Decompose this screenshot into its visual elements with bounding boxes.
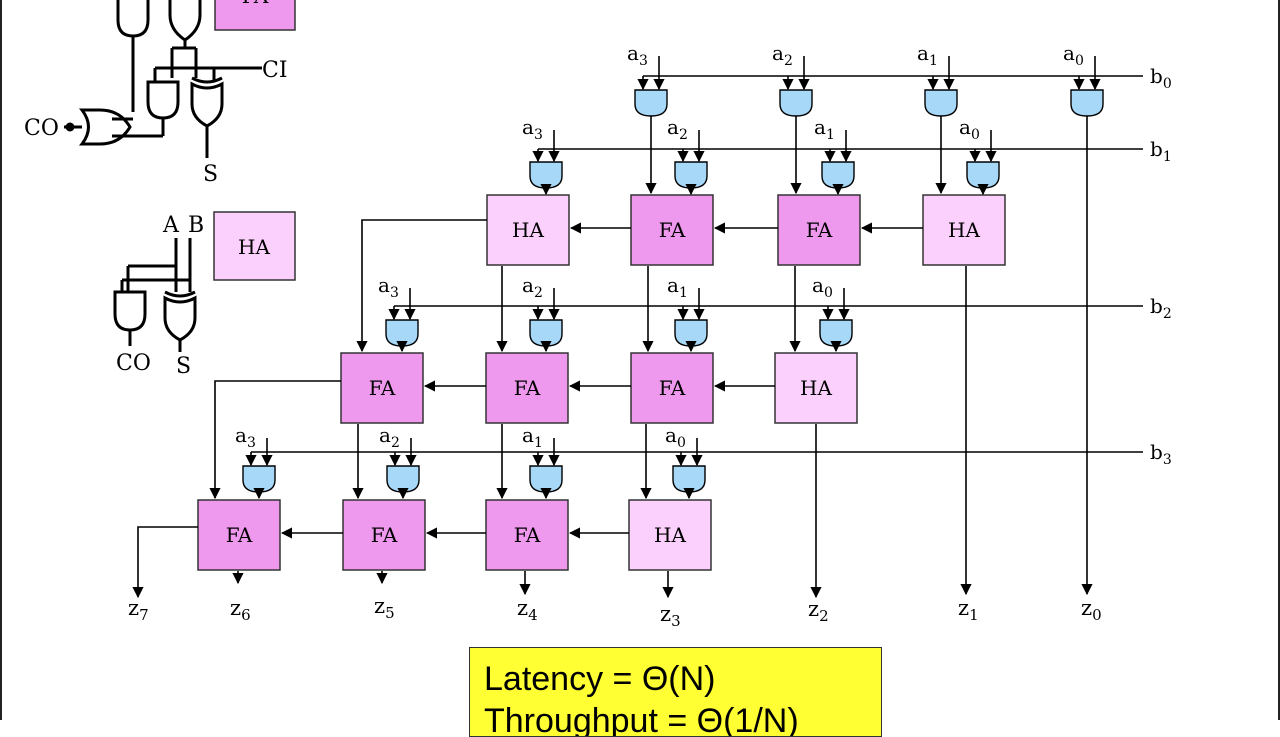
and-gate-icon	[674, 161, 708, 189]
full-adder-r1c1-label: FA	[659, 218, 686, 242]
legend-ha-s-label: S	[176, 354, 191, 379]
multiplier-diagram: FA CI CO S A B HA CO S b0 a3 a2 a1 a0 b1 a3 a2 a…	[24, 0, 1172, 630]
complexity-note: Latency = Θ(N) Throughput = Θ(1/N)	[469, 647, 882, 737]
throughput-text: Throughput = Θ(1/N)	[484, 702, 799, 737]
right-frame-line	[1278, 0, 1280, 720]
full-adder-r2c1	[485, 352, 569, 424]
row2-a3-label: a3	[378, 273, 399, 301]
and-gate-icon	[924, 89, 958, 117]
left-frame-line	[0, 0, 2, 720]
half-adder-r1c0-label: HA	[512, 218, 544, 242]
row3-a0-label: a0	[665, 423, 686, 451]
row2-a0-label: a0	[812, 273, 833, 301]
ha-and-gate-icon	[113, 290, 147, 332]
legend-fa-s-label: S	[203, 162, 218, 187]
and-gate-icon	[779, 89, 813, 117]
array-multiplier: b0 a3 a2 a1 a0 b1 a3 a2 a1 a0 b2 a3 a2 a1 a0 b3 a3 a2 a1 a0…	[128, 41, 1172, 630]
and-gate-icon	[821, 161, 855, 189]
and-gate-icon	[385, 319, 419, 347]
b1-label: b1	[1150, 137, 1172, 165]
output-z3-label: z3	[660, 602, 681, 630]
legend-ha-a-label: A	[162, 213, 180, 238]
carry-wire	[356, 219, 487, 353]
row3-a3-label: a3	[235, 423, 256, 451]
and-gate-icon	[966, 161, 1000, 189]
ha-schematic	[113, 238, 197, 352]
b2-label: b2	[1150, 294, 1172, 322]
output-z1-label: z1	[958, 596, 979, 624]
ha-xor-gate-icon	[163, 295, 197, 342]
row1-a2-label: a2	[667, 115, 688, 143]
legend-ha-label: HA	[238, 235, 270, 259]
and-gate-icon	[672, 465, 706, 493]
full-adder-r2c0-label: FA	[369, 376, 396, 400]
row1-a1-label: a1	[814, 115, 835, 143]
output-z5-label: z5	[374, 594, 395, 622]
legend-fa-co-label: CO	[24, 116, 59, 141]
and-gate-icon	[242, 465, 276, 493]
legend-ha-block	[213, 211, 296, 281]
row1-a3-label: a3	[522, 115, 543, 143]
row2-a1-label: a1	[667, 273, 688, 301]
full-adder-r3c1	[342, 499, 426, 571]
half-adder-r1c3	[922, 194, 1006, 266]
legend-fa-block	[214, 0, 296, 31]
full-adder-r1c1	[630, 194, 714, 266]
half-adder-r1c0	[486, 194, 570, 266]
and-gate-icon	[529, 465, 563, 493]
fa-or-gate-icon	[78, 108, 132, 146]
output-z0-label: z0	[1081, 596, 1102, 624]
row2-a2-label: a2	[522, 273, 543, 301]
row1-a0-label: a0	[959, 115, 980, 143]
full-adder-r2c1-label: FA	[514, 376, 541, 400]
full-adder-r3c2-label: FA	[514, 523, 541, 547]
row0-a0-label: a0	[1063, 41, 1084, 69]
row0-a3-label: a3	[627, 41, 648, 69]
full-adder-r3c0-label: FA	[226, 523, 253, 547]
latency-text: Latency = Θ(N)	[484, 660, 716, 698]
full-adder-r3c0	[197, 499, 281, 571]
output-z6-label: z6	[230, 596, 251, 624]
legend-ha-co-label: CO	[116, 351, 151, 376]
and-gate-icon	[529, 161, 563, 189]
full-adder-r2c2	[630, 352, 714, 424]
fa-top-and-gate-icon	[116, 0, 150, 38]
and-gate-icon	[674, 319, 708, 347]
fa-schematic	[64, 0, 262, 158]
and-gate-icon	[529, 319, 563, 347]
full-adder-r1c2	[777, 194, 861, 266]
and-gate-icon	[819, 319, 853, 347]
half-adder-r2c3	[774, 352, 858, 424]
z7-wire	[132, 526, 198, 599]
half-adder-r1c3-label: HA	[948, 218, 980, 242]
legend-ci-label: CI	[262, 58, 288, 83]
legend-fa-label: FA	[242, 0, 269, 8]
half-adder-r2c3-label: HA	[800, 376, 832, 400]
full-adder-r3c2	[485, 499, 569, 571]
row0-a2-label: a2	[772, 41, 793, 69]
half-adder-r3c3-label: HA	[654, 523, 686, 547]
b0-label: b0	[1150, 64, 1172, 92]
row3-a2-label: a2	[379, 423, 400, 451]
half-adder-r3c3	[628, 499, 712, 571]
output-z4-label: z4	[517, 596, 538, 624]
fa-xor-gate-icon	[190, 81, 224, 128]
output-z7-label: z7	[128, 596, 149, 624]
row0-a1-label: a1	[917, 41, 938, 69]
full-adder-r2c2-label: FA	[659, 376, 686, 400]
fa-and-gate-icon	[146, 80, 180, 120]
and-gate-icon	[1070, 89, 1104, 117]
output-z2-label: z2	[808, 597, 829, 625]
full-adder-r3c1-label: FA	[371, 523, 398, 547]
b3-label: b3	[1150, 440, 1172, 468]
row3-a1-label: a1	[522, 423, 543, 451]
full-adder-r1c2-label: FA	[806, 218, 833, 242]
fa-top-xor-gate-icon	[168, 0, 202, 42]
and-gate-icon	[386, 465, 420, 493]
and-gate-icon	[634, 89, 668, 117]
carry-wire	[209, 380, 341, 500]
full-adder-r2c0	[340, 352, 424, 424]
legend-ha-b-label: B	[188, 213, 204, 238]
